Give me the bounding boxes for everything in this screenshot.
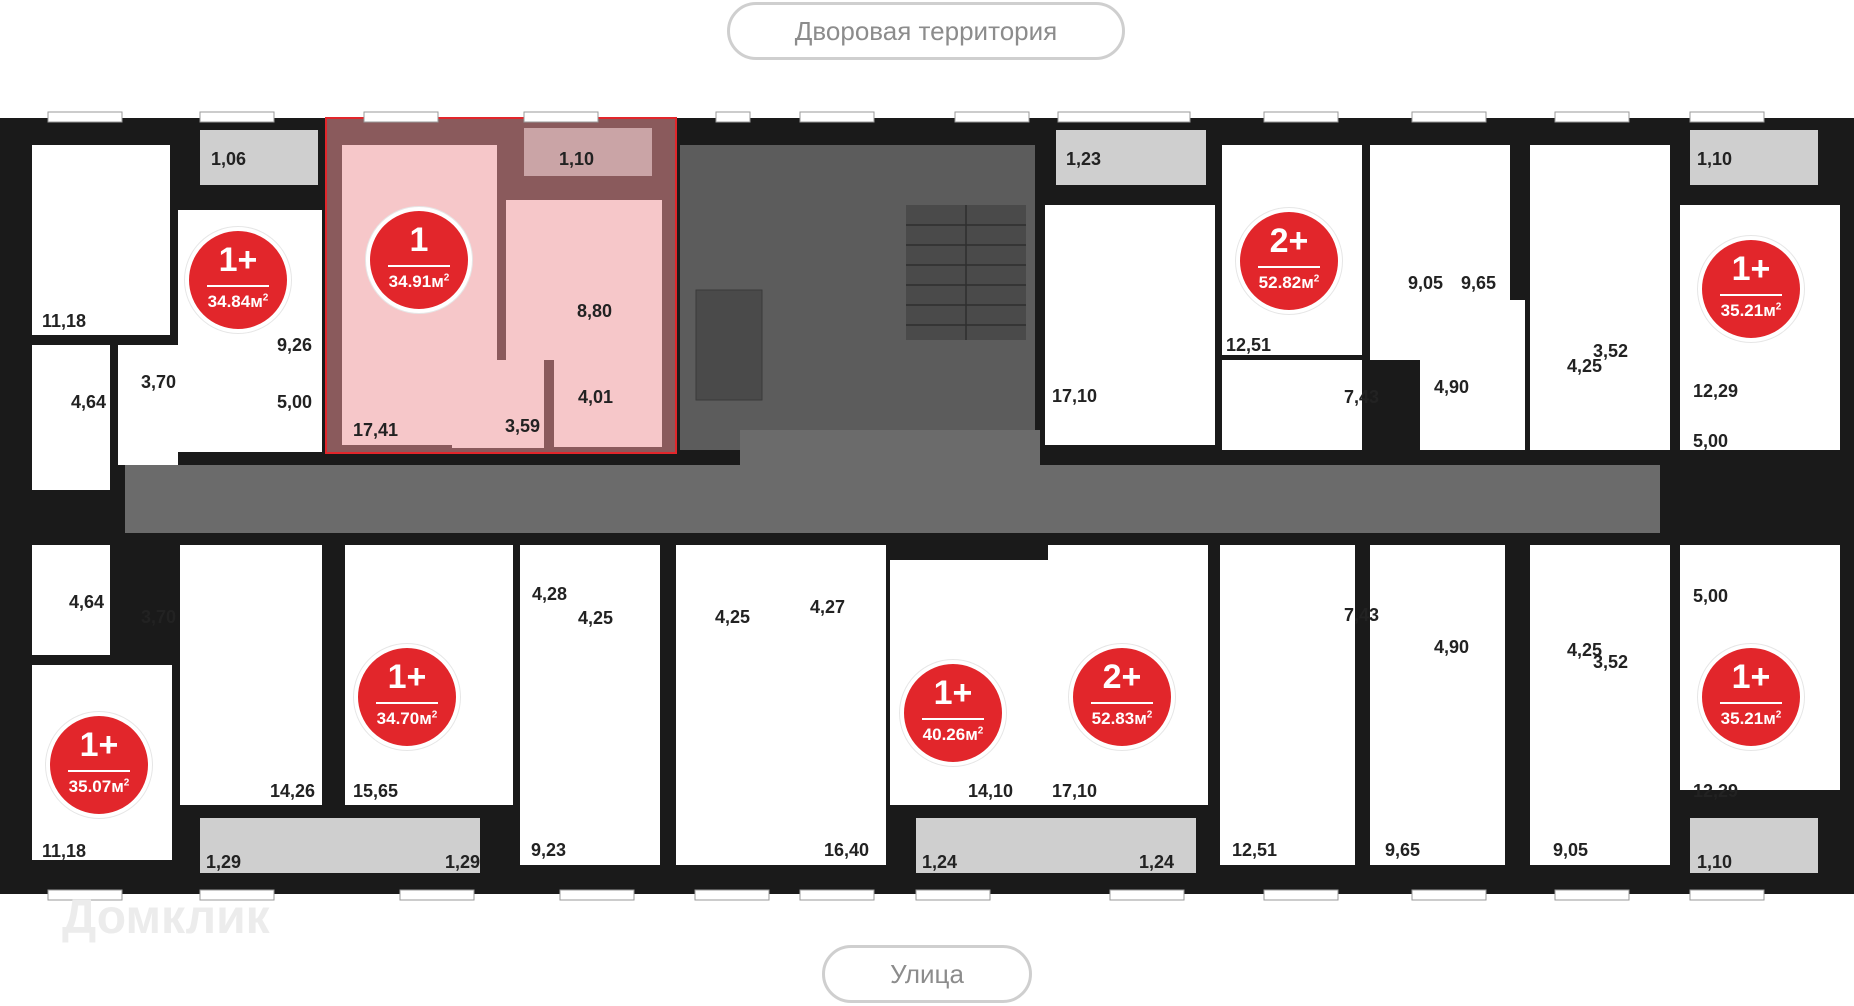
apartment-badge[interactable]: 2+ 52.83м2 — [1069, 644, 1175, 750]
badge-rooms: 1+ — [1731, 658, 1771, 696]
room-area-label: 1,24 — [1139, 852, 1175, 872]
room-area-label: 9,23 — [531, 840, 567, 860]
badge-divider — [1258, 266, 1320, 268]
room-area-label: 1,10 — [1697, 852, 1733, 872]
room-area-label: 9,05 — [1408, 273, 1444, 293]
badge-rooms: 1 — [409, 221, 429, 259]
room-area-label: 7,43 — [1344, 387, 1380, 407]
room-area-label: 17,10 — [1052, 781, 1098, 801]
room-area-label: 4,28 — [532, 584, 568, 604]
room-area-label: 17,10 — [1052, 386, 1098, 406]
room-area-label: 1,10 — [1697, 149, 1733, 169]
upper-row-rooms — [32, 145, 1840, 490]
room-area-label: 4,25 — [715, 607, 751, 627]
corridor — [125, 430, 1660, 533]
room-area-label: 4,64 — [71, 392, 107, 412]
room-area-label: 1,23 — [1066, 149, 1102, 169]
room-area-label: 11,18 — [42, 311, 87, 331]
badge-rooms: 2+ — [1269, 222, 1309, 260]
badge-divider — [1720, 294, 1782, 296]
apartment-badge[interactable]: 1+ 40.26м2 — [900, 660, 1006, 766]
room-area-label: 7,43 — [1344, 605, 1380, 625]
room-area-label: 4,90 — [1434, 377, 1470, 397]
badge-area: 40.26м2 — [922, 725, 984, 744]
room-area-label: 4,90 — [1434, 637, 1470, 657]
badge-rooms: 1+ — [933, 674, 973, 712]
apartment-badge[interactable]: 1 34.91м2 — [366, 207, 472, 313]
badge-area: 52.83м2 — [1091, 709, 1153, 728]
selected-apartment[interactable] — [325, 117, 677, 454]
room-area-label: 5,00 — [1693, 586, 1729, 606]
badge-divider — [388, 265, 450, 267]
room-area-label: 15,65 — [353, 781, 399, 801]
room-area-label: 9,65 — [1461, 273, 1497, 293]
badge-area: 34.84м2 — [207, 292, 269, 311]
badge-area: 35.21м2 — [1720, 709, 1782, 728]
badge-rooms: 1+ — [79, 726, 119, 764]
apartment-badge[interactable]: 2+ 52.82м2 — [1236, 208, 1342, 314]
badge-divider — [1091, 702, 1153, 704]
badge-area: 35.07м2 — [68, 777, 130, 796]
badge-area: 35.21м2 — [1720, 301, 1782, 320]
room-area-label: 4,25 — [1567, 356, 1603, 376]
room-area-label: 3,70 — [141, 607, 177, 627]
room-area-label: 1,29 — [206, 852, 242, 872]
watermark-logo: Домклик — [62, 891, 270, 944]
room-area-label: 3,59 — [505, 416, 541, 436]
badge-area: 34.91м2 — [388, 272, 450, 291]
stair-core — [680, 145, 1035, 450]
room-area-label: 3,52 — [1593, 652, 1629, 672]
room-area-label: 12,29 — [1693, 781, 1739, 801]
room-area-label: 3,52 — [1593, 341, 1629, 361]
room-area-label: 4,01 — [578, 387, 614, 407]
room-area-label: 14,10 — [968, 781, 1014, 801]
room-area-label: 9,05 — [1553, 840, 1589, 860]
room-area-label: 12,51 — [1226, 335, 1272, 355]
room-area-label: 4,64 — [69, 592, 105, 612]
windows — [47, 111, 1765, 901]
room-area-label: 4,25 — [578, 608, 614, 628]
badge-divider — [207, 285, 269, 287]
room-area-label: 1,24 — [922, 852, 958, 872]
badge-divider — [68, 770, 130, 772]
badge-divider — [1720, 702, 1782, 704]
apartment-badge[interactable]: 1+ 35.07м2 — [46, 712, 152, 818]
apartment-badge[interactable]: 1+ 35.21м2 — [1698, 644, 1804, 750]
room-area-label: 5,00 — [1693, 431, 1729, 451]
room-area-label: 8,80 — [577, 301, 613, 321]
badge-divider — [922, 718, 984, 720]
room-area-label: 12,51 — [1232, 840, 1278, 860]
room-area-label: 1,06 — [211, 149, 247, 169]
apartment-badge[interactable]: 1+ 34.84м2 — [185, 227, 291, 333]
badge-area: 52.82м2 — [1258, 273, 1320, 292]
lower-balconies — [200, 818, 1818, 873]
badge-rooms: 1+ — [387, 658, 427, 696]
badge-area: 34.70м2 — [376, 709, 438, 728]
room-area-label: 11,18 — [42, 841, 87, 861]
room-area-label: 9,65 — [1385, 840, 1421, 860]
street-label: Улица — [822, 945, 1032, 1003]
room-area-label: 4,27 — [810, 597, 846, 617]
room-area-label: 5,00 — [277, 392, 313, 412]
lower-row-rooms — [32, 545, 1840, 865]
room-area-label: 16,40 — [824, 840, 870, 860]
badge-rooms: 1+ — [1731, 250, 1771, 288]
upper-balconies — [200, 130, 1818, 185]
room-area-label: 3,70 — [141, 372, 177, 392]
courtyard-label: Дворовая территория — [727, 2, 1125, 60]
room-area-label: 4,25 — [1567, 640, 1603, 660]
room-area-label: 12,29 — [1693, 381, 1739, 401]
apartment-badge[interactable]: 1+ 35.21м2 — [1698, 236, 1804, 342]
room-area-label: 1,10 — [559, 149, 595, 169]
apartment-badge[interactable]: 1+ 34.70м2 — [354, 644, 460, 750]
room-area-label: 1,29 — [445, 852, 481, 872]
badge-rooms: 2+ — [1102, 658, 1142, 696]
room-area-label: 17,41 — [353, 420, 399, 440]
room-area-label: 9,26 — [277, 335, 313, 355]
room-area-label: 14,26 — [270, 781, 316, 801]
badge-divider — [376, 702, 438, 704]
badge-rooms: 1+ — [218, 241, 258, 279]
